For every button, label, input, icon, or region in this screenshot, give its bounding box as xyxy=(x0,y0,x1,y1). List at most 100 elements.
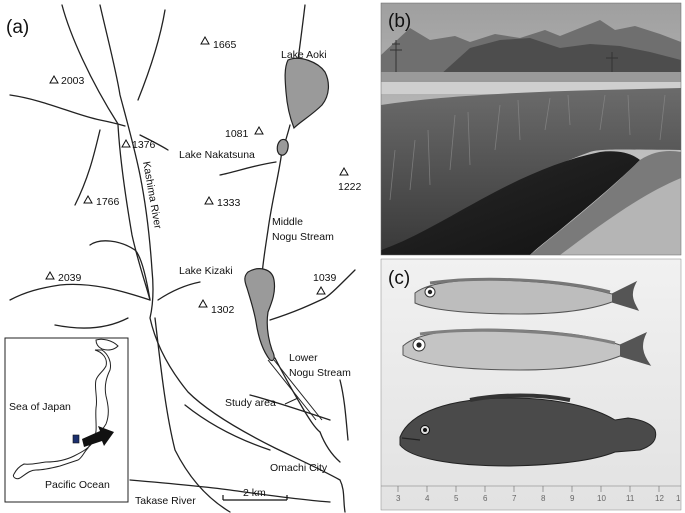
svg-text:1376: 1376 xyxy=(132,139,156,151)
photo-fish-panel: (c) xyxy=(380,258,682,511)
label-lower-1: Lower xyxy=(289,352,318,364)
peak-triangle-icon xyxy=(316,285,326,295)
middle-nogu-stream xyxy=(261,149,283,276)
peak-1039: 1039 xyxy=(313,272,337,295)
label-sea-of-japan: Sea of Japan xyxy=(9,401,71,413)
label-middle-1: Middle xyxy=(272,216,303,228)
power-tower xyxy=(390,40,618,72)
ruler: 3 4 5 6 7 8 9 10 11 12 1 xyxy=(381,485,681,503)
grass-texture xyxy=(389,94,666,201)
peak-1333: 1333 xyxy=(204,195,241,209)
svg-text:7: 7 xyxy=(512,494,517,503)
label-lake-aoki: Lake Aoki xyxy=(281,49,327,61)
kashima-river-bank xyxy=(117,124,151,301)
peak-triangle-icon xyxy=(204,195,214,205)
fish-specimen-2 xyxy=(402,328,652,371)
svg-text:8: 8 xyxy=(541,494,546,503)
peak-1376: 1376 xyxy=(121,138,156,151)
peak-triangle-icon xyxy=(49,74,59,84)
svg-text:1766: 1766 xyxy=(96,196,120,208)
lower-kashima xyxy=(154,317,231,513)
tributary xyxy=(54,317,129,329)
kashima-river xyxy=(99,4,346,513)
fish-specimen-1 xyxy=(414,277,640,315)
panel-label-c: (c) xyxy=(388,268,410,289)
svg-text:1333: 1333 xyxy=(217,197,241,209)
study-area-line xyxy=(267,359,317,421)
peak-1222: 1222 xyxy=(338,166,362,193)
study-area-line xyxy=(273,359,323,421)
svg-text:1039: 1039 xyxy=(313,272,337,284)
panel-label-b: (b) xyxy=(388,11,411,32)
peak-2039: 2039 xyxy=(45,270,82,284)
peak-2003: 2003 xyxy=(49,74,85,87)
stream xyxy=(219,161,277,176)
svg-text:11: 11 xyxy=(626,494,635,503)
svg-text:6: 6 xyxy=(483,494,488,503)
panel-label-a: (a) xyxy=(6,17,29,38)
svg-text:4: 4 xyxy=(425,494,430,503)
lower-nogu-stream xyxy=(274,357,321,433)
svg-text:3: 3 xyxy=(396,494,401,503)
lake-aoki xyxy=(284,57,329,130)
svg-text:12: 12 xyxy=(655,494,664,503)
label-lower-2: Nogu Stream xyxy=(289,367,351,379)
tributary xyxy=(137,9,166,101)
stream xyxy=(319,431,341,463)
peak-1766: 1766 xyxy=(83,194,120,208)
map-panel: (a) xyxy=(4,4,362,513)
study-area-pointer xyxy=(284,397,299,405)
tributary xyxy=(157,281,201,301)
stream xyxy=(324,269,356,299)
tributary xyxy=(9,283,151,301)
stream xyxy=(339,379,349,441)
lake-kizaki xyxy=(244,268,276,362)
peak-1302: 1302 xyxy=(198,298,235,316)
fields xyxy=(381,72,681,82)
peak-1665: 1665 xyxy=(200,35,237,51)
svg-text:1222: 1222 xyxy=(338,181,362,193)
tributary xyxy=(89,240,151,301)
svg-text:1302: 1302 xyxy=(211,304,235,316)
japan-outline xyxy=(13,349,111,480)
label-study-area: Study area xyxy=(225,397,276,409)
label-lake-nakatsuna: Lake Nakatsuna xyxy=(179,149,255,161)
grass-bank xyxy=(381,88,681,250)
hokkaido xyxy=(95,338,119,351)
tributary xyxy=(74,129,101,206)
peak-triangle-icon xyxy=(254,125,264,135)
stream xyxy=(269,297,326,321)
dry-grass xyxy=(560,178,681,255)
river-segment xyxy=(249,394,331,421)
svg-text:10: 10 xyxy=(597,494,606,503)
svg-text:2003: 2003 xyxy=(61,75,85,87)
scale-bar: 2 km xyxy=(222,487,288,501)
svg-text:2039: 2039 xyxy=(58,272,82,284)
svg-text:9: 9 xyxy=(570,494,575,503)
fish-specimen-3 xyxy=(399,393,657,467)
stream xyxy=(297,4,306,61)
peak-1081: 1081 xyxy=(225,125,264,140)
label-lake-kizaki: Lake Kizaki xyxy=(179,265,233,277)
study-location-marker xyxy=(72,434,80,444)
label-pacific-ocean: Pacific Ocean xyxy=(45,479,110,491)
svg-text:2 km: 2 km xyxy=(243,487,266,499)
svg-text:1081: 1081 xyxy=(225,128,249,140)
takase-river xyxy=(129,479,331,503)
arrow-icon xyxy=(82,426,114,447)
lake-nakatsuna xyxy=(276,138,289,156)
tributary xyxy=(9,94,126,127)
label-omachi: Omachi City xyxy=(270,462,328,474)
label-takase: Takase River xyxy=(135,495,196,507)
peak-triangle-icon xyxy=(200,35,210,45)
label-middle-2: Nogu Stream xyxy=(272,231,334,243)
japan-inset: Sea of Japan Pacific Ocean xyxy=(4,337,129,503)
river-segment xyxy=(184,404,271,451)
svg-text:1665: 1665 xyxy=(213,39,237,51)
stream-water xyxy=(381,151,640,255)
svg-text:1: 1 xyxy=(676,494,681,503)
peak-triangle-icon xyxy=(83,194,93,204)
peak-triangle-icon xyxy=(198,298,208,308)
peak-triangle-icon xyxy=(121,138,131,148)
